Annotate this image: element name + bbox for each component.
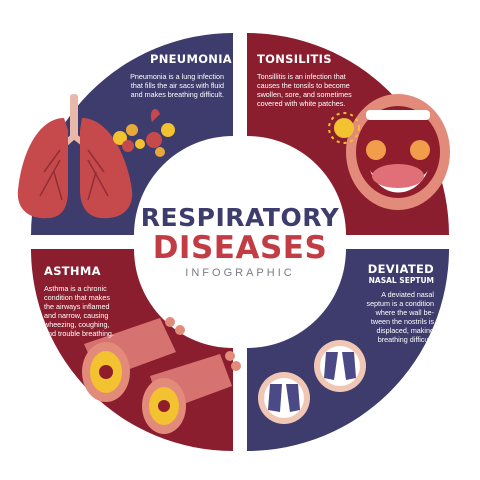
pneumonia-description-line: that fills the air sacs with fluid [130, 81, 224, 90]
asthma-description-line: and narrow, causing [44, 311, 109, 320]
main-title-line2: DISEASES [152, 230, 328, 266]
asthma-description-line: the airways inflamed [44, 302, 110, 311]
nostrils-illustration [258, 340, 366, 424]
asthma-description: Asthma is a chronic condition that makes… [44, 284, 144, 338]
main-title-line1: RESPIRATORY [140, 203, 340, 232]
septum-description: A deviated nasal septum is a condition w… [334, 290, 434, 344]
pneumonia-description-line: and makes breathing difficult. [130, 90, 224, 99]
septum-description-line: A deviated nasal [381, 290, 434, 299]
asthma-description-line: Asthma is a chronic [44, 284, 107, 293]
tonsilitis-title: TONSILITIS [257, 52, 332, 66]
septum-description-line: breathing difficult. [377, 335, 434, 344]
tonsilitis-description: Tonsillitis is an infection that causes … [257, 72, 367, 108]
septum-description-line: displaced, making [376, 326, 434, 335]
asthma-description-line: condition that makes [44, 293, 110, 302]
asthma-description-line: wheezing, coughing, [44, 320, 110, 329]
tonsilitis-description-line: causes the tonsils to become [257, 81, 350, 90]
septum-description-line: tween the nostrils is [370, 317, 434, 326]
septum-subtitle: NASAL SEPTUM [368, 276, 434, 285]
pneumonia-description: Pneumonia is a lung infection that fills… [124, 72, 224, 99]
septum-description-line: where the wall be- [375, 308, 434, 317]
tonsilitis-description-line: Tonsillitis is an infection that [257, 72, 346, 81]
asthma-title: ASTHMA [44, 264, 101, 278]
airways-illustration [82, 317, 241, 434]
lungs-illustration [17, 94, 175, 219]
asthma-description-line: and trouble breathing. [44, 329, 114, 338]
tonsilitis-description-line: covered with white patches. [257, 99, 346, 108]
septum-description-line: septum is a condition [366, 299, 434, 308]
septum-title: DEVIATED [367, 262, 434, 276]
tonsilitis-description-line: swollen, sore, and sometimes [257, 90, 352, 99]
pneumonia-description-line: Pneumonia is a lung infection [130, 72, 224, 81]
main-title-line3: INFOGRAPHIC [185, 267, 295, 279]
pneumonia-title: PNEUMONIA [150, 52, 232, 66]
open-mouth-illustration [328, 94, 450, 210]
